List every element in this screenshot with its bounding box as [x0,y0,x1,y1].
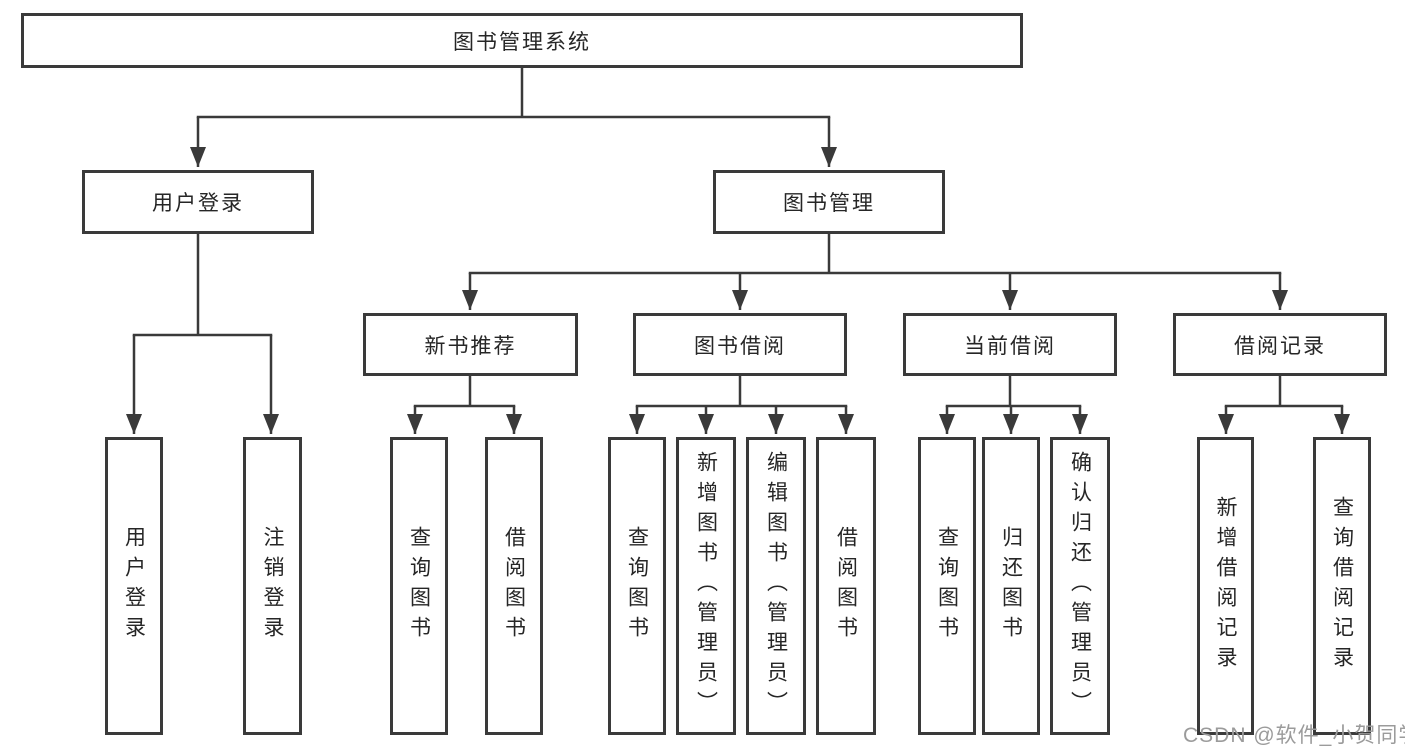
node-book-management-branch: 图书管理 [713,170,945,234]
node-query-books: 查询图书 [918,437,976,735]
node-query-books: 查询图书 [608,437,666,735]
connector-records-children [1218,376,1350,434]
node-query-borrow-record: 查询借阅记录 [1313,437,1371,735]
node-logout: 注销登录 [243,437,302,735]
node-add-borrow-record: 新增借阅记录 [1197,437,1254,735]
connector-manage-to-groups [462,234,1288,310]
node-label: 查询图书 [625,526,649,646]
node-borrow-books: 借阅图书 [816,437,876,735]
node-label: 用户登录 [152,192,244,215]
connector-current-children [939,376,1088,434]
node-label: 查询图书 [407,526,431,646]
node-label: 当前借阅 [964,334,1056,358]
node-label: 新增借阅记录 [1214,496,1237,676]
node-confirm-return-admin: 确认归还（管理员） [1050,437,1110,735]
node-label: 注销登录 [261,526,284,646]
node-label: 查询借阅记录 [1330,496,1354,676]
node-label: 借阅图书 [502,526,526,646]
node-label: 用户登录 [122,526,146,646]
connector-root-to-branches [190,68,837,167]
connector-recommend-children [407,376,522,434]
connector-borrow-children [629,376,854,434]
node-query-books: 查询图书 [390,437,448,735]
node-return-books: 归还图书 [982,437,1040,735]
node-label: 图书管理系统 [453,30,591,54]
node-book-borrow: 图书借阅 [633,313,847,376]
node-label: 查询图书 [935,526,959,646]
node-user-login: 用户登录 [105,437,163,735]
node-label: 编辑图书（管理员） [764,451,788,721]
node-edit-book-admin: 编辑图书（管理员） [746,437,806,735]
node-new-book-recommend: 新书推荐 [363,313,578,376]
node-borrow-books: 借阅图书 [485,437,543,735]
node-label: 归还图书 [999,526,1023,646]
node-label: 借阅记录 [1234,334,1326,358]
node-label: 新书推荐 [424,334,517,358]
node-label: 新增图书（管理员） [694,451,718,721]
node-label: 图书管理 [783,192,875,215]
node-user-login-branch: 用户登录 [82,170,314,234]
node-add-book-admin: 新增图书（管理员） [676,437,736,735]
node-label: 借阅图书 [834,526,858,646]
csdn-watermark: CSDN @软件_小贺同学 [1183,724,1405,747]
node-label: 图书借阅 [694,334,786,358]
connector-login-children [126,234,279,434]
node-current-borrow: 当前借阅 [903,313,1117,376]
node-label: 确认归还（管理员） [1068,451,1092,721]
node-borrow-records: 借阅记录 [1173,313,1387,376]
node-library-management-system: 图书管理系统 [21,13,1023,68]
